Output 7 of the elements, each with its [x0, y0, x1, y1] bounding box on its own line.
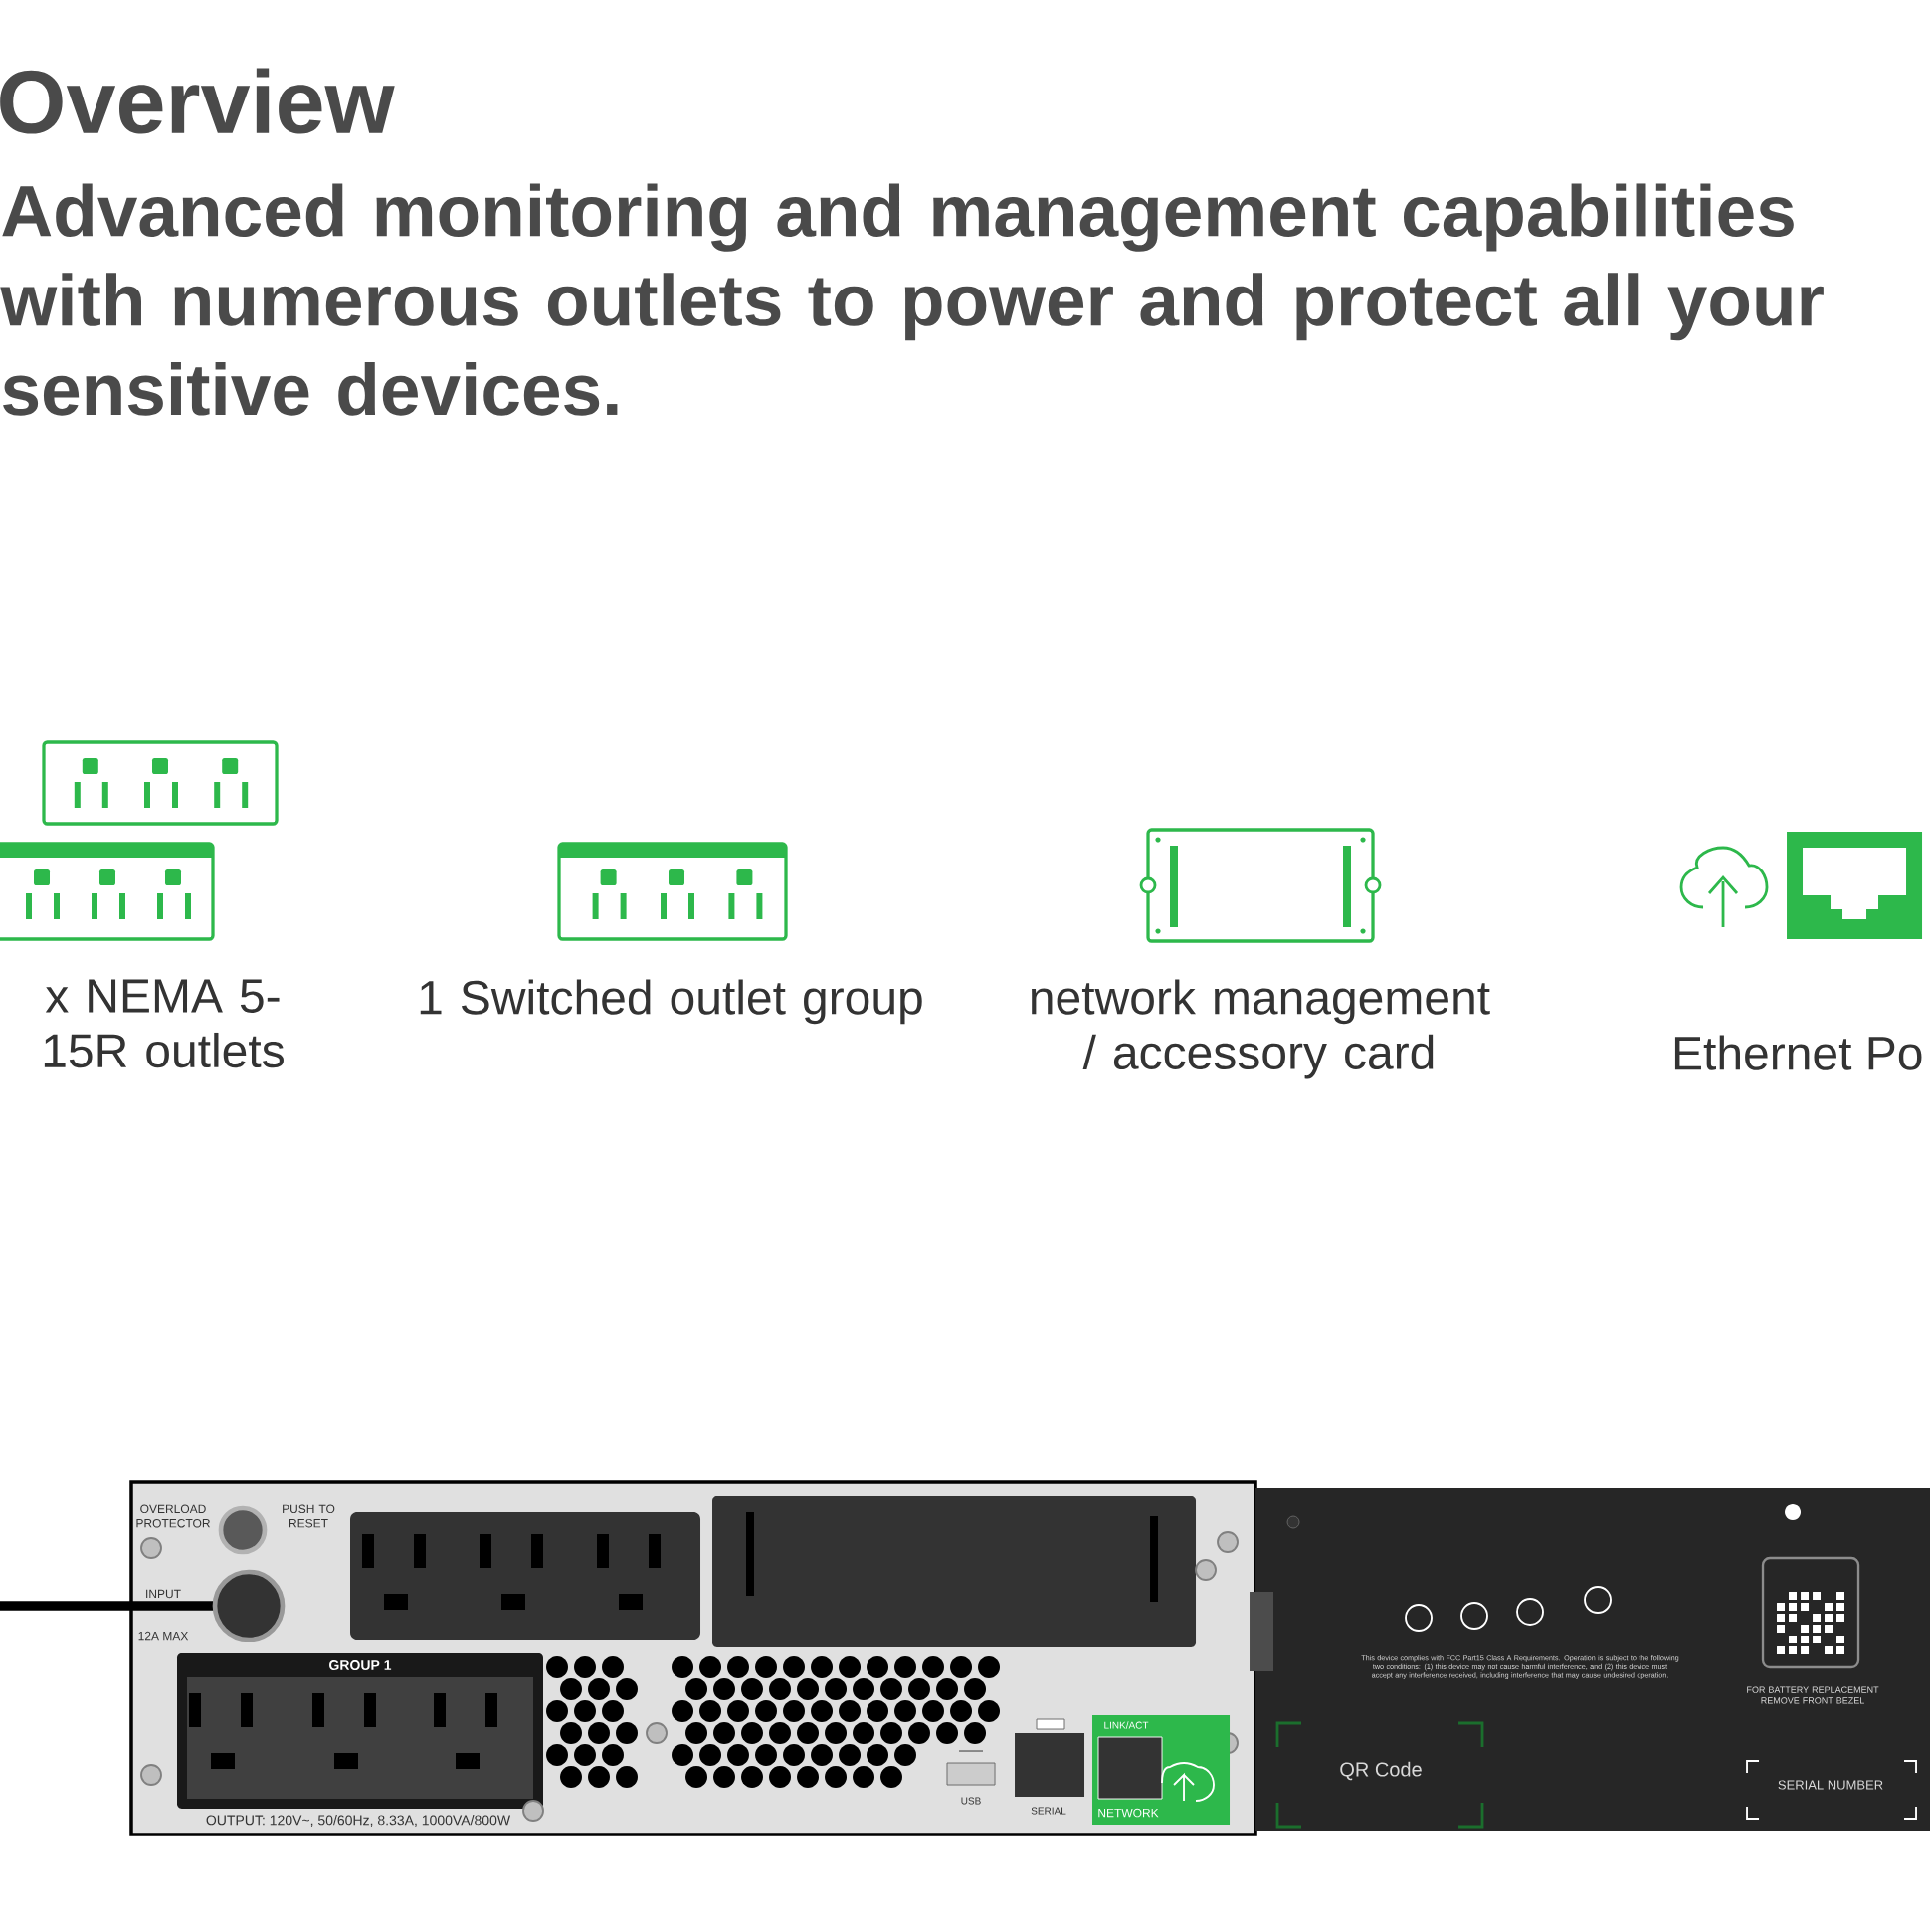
panel-label: QR Code — [1340, 1761, 1422, 1781]
feature-caption: x NEMA 5-15R outlets — [44, 979, 284, 1068]
subheading: Advanced monitoring and management capabilities with numerous outlets to power and protect all your sensitive devices. — [0, 183, 1824, 416]
heading: Overview — [0, 68, 395, 134]
feature-caption: 1 Switched outlet group — [420, 979, 922, 1025]
feature-caption: Ethernet Po — [1674, 1035, 1922, 1070]
feature-caption: network management / accessory card — [1032, 979, 1490, 1079]
